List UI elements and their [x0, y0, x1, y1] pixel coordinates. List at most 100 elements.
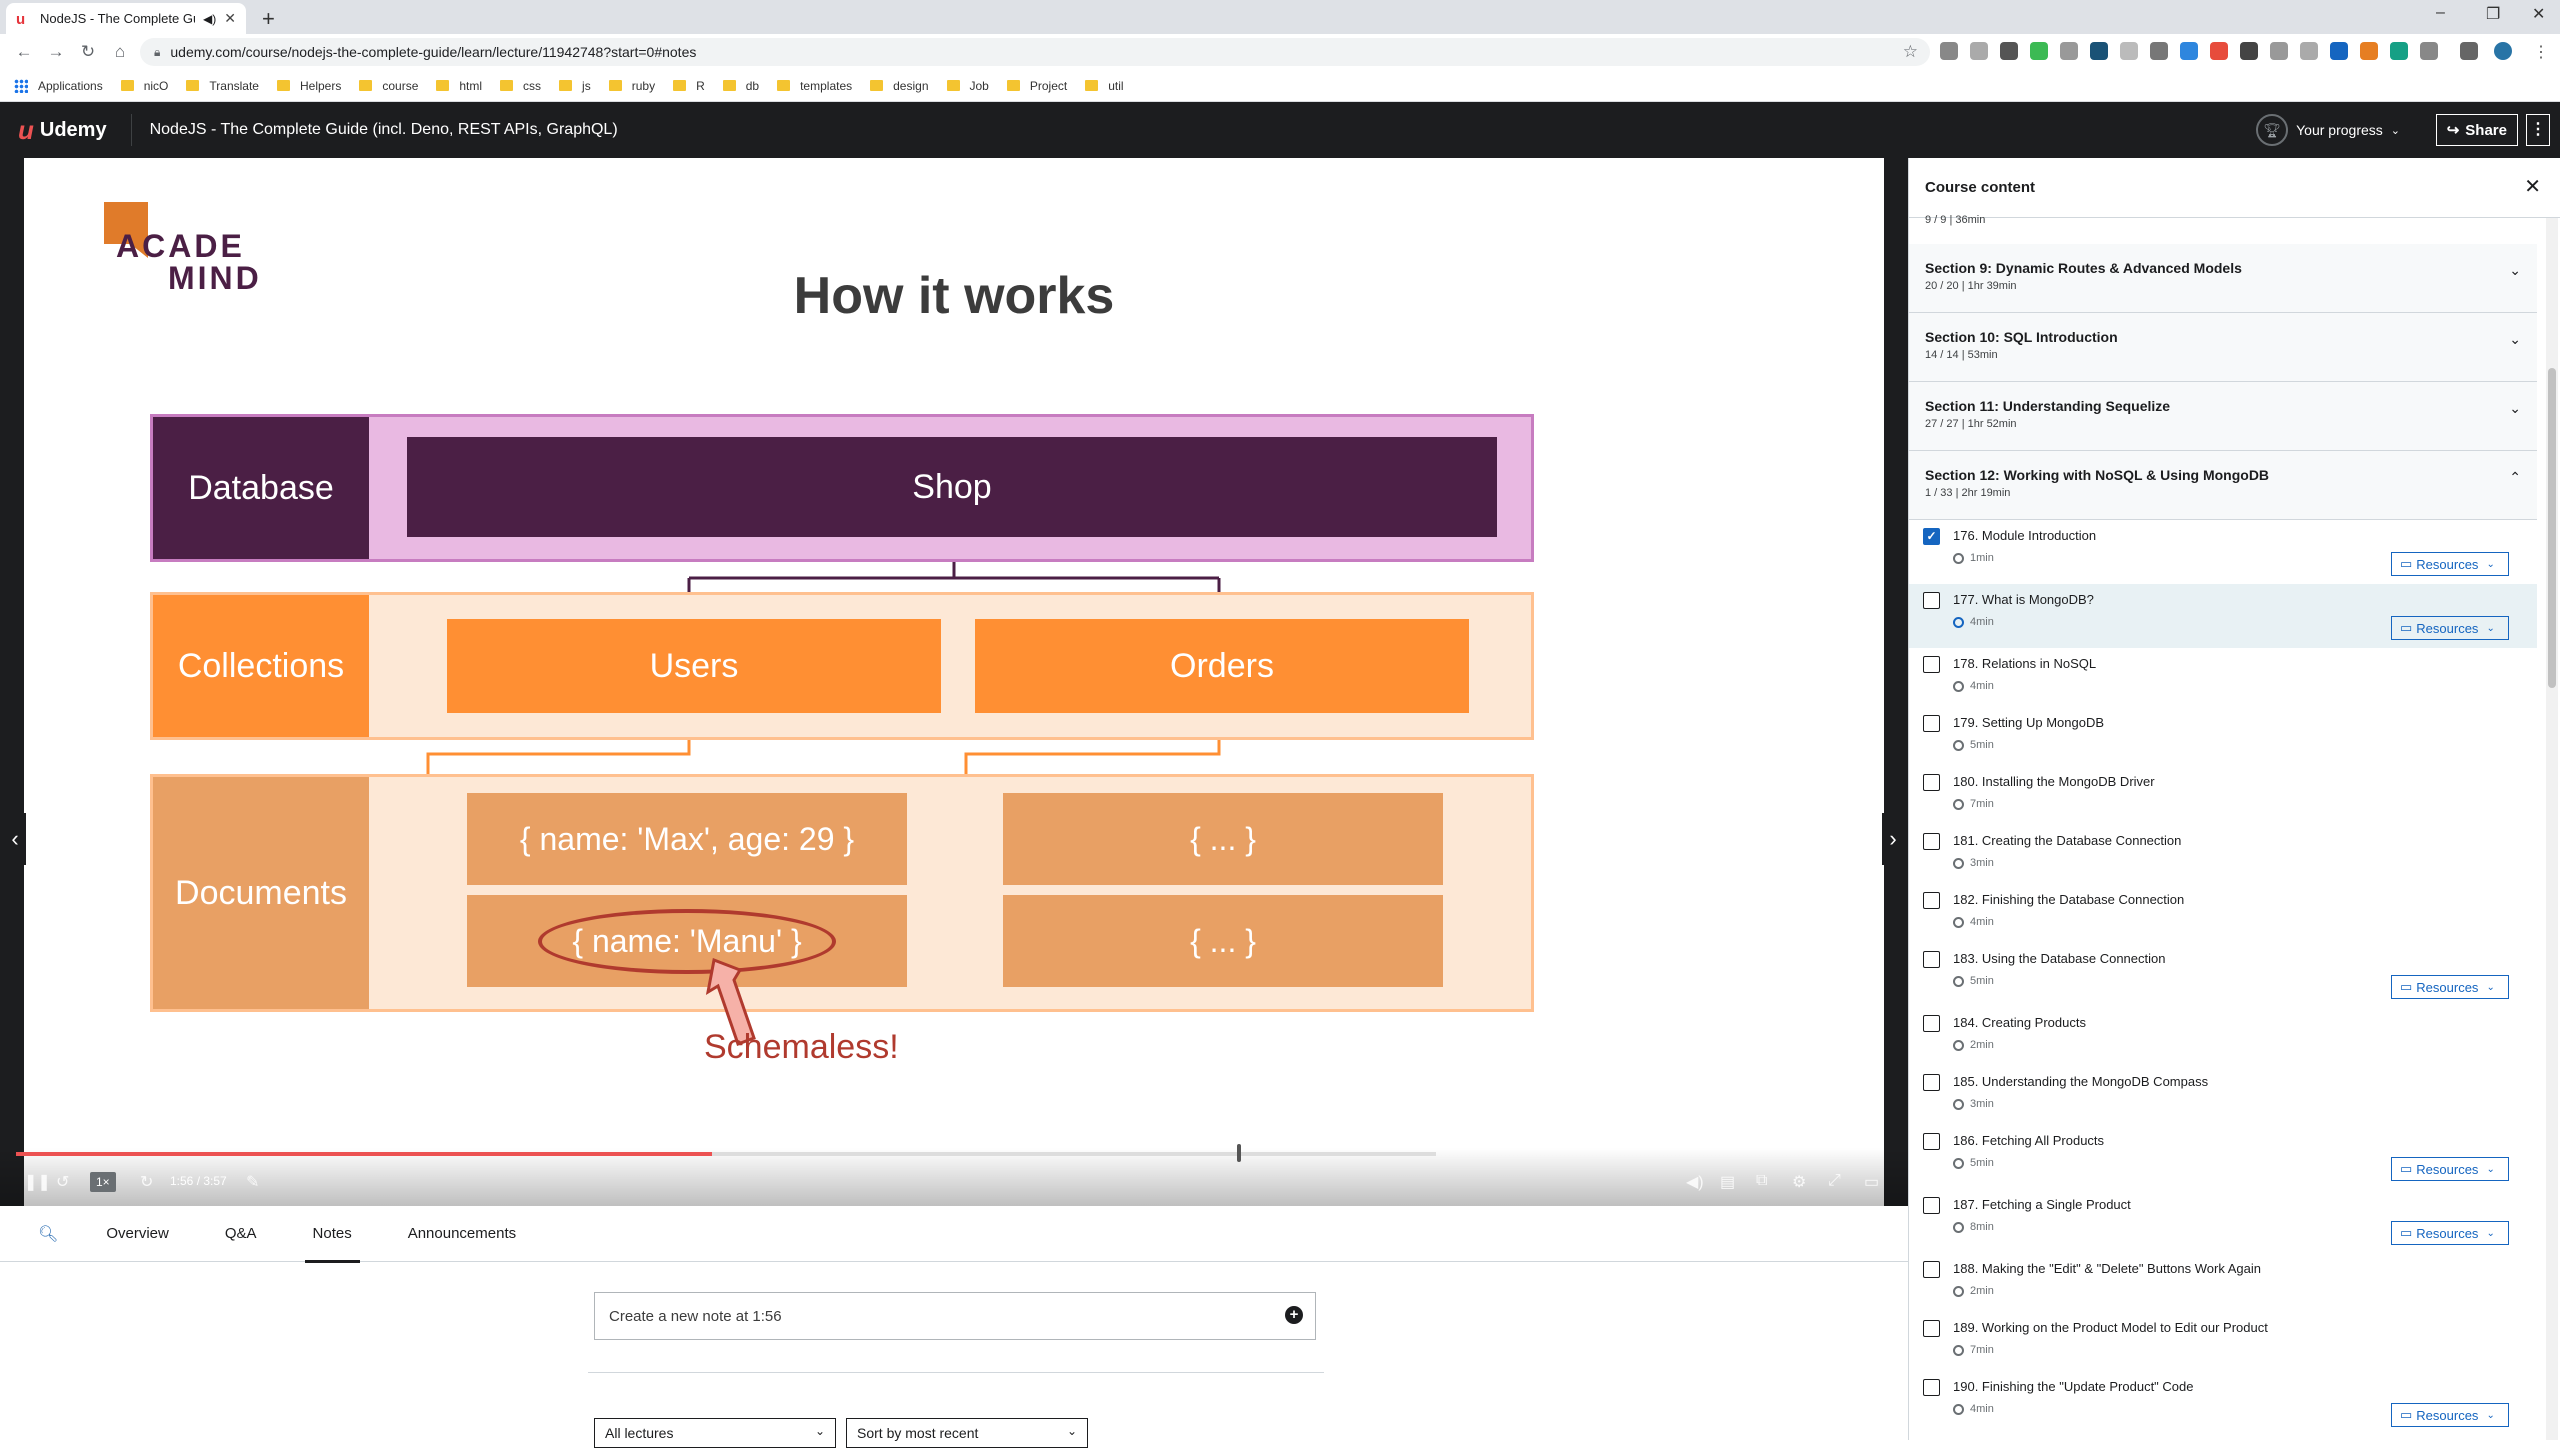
lecture-item[interactable]: 188. Making the "Edit" & "Delete" Button…	[1909, 1253, 2537, 1312]
playback-rate-button[interactable]: 1×	[90, 1172, 116, 1192]
section-9[interactable]: Section 9: Dynamic Routes & Advanced Mod…	[1909, 244, 2537, 313]
theater-mode-icon[interactable]: ▭	[1864, 1174, 1880, 1191]
sidebar-scrollbar[interactable]	[2546, 218, 2558, 1440]
transcript-icon[interactable]: ▤	[1720, 1174, 1736, 1191]
extension-icon[interactable]	[1970, 42, 1988, 60]
rewind-icon[interactable]: ↺	[56, 1174, 70, 1191]
lecture-item[interactable]: 186. Fetching All Products 5min ▭Resourc…	[1909, 1125, 2537, 1189]
extension-icon[interactable]	[2090, 42, 2108, 60]
extension-icon[interactable]	[2360, 42, 2378, 60]
restore-icon[interactable]: ❐	[2486, 6, 2501, 23]
resources-button[interactable]: ▭Resources⌄	[2391, 1221, 2509, 1245]
home-icon[interactable]: ⌂	[114, 42, 126, 61]
extension-icon[interactable]	[2270, 42, 2288, 60]
extension-icon[interactable]	[1940, 42, 1958, 60]
add-note-icon[interactable]: ✎	[246, 1174, 260, 1191]
close-sidebar-icon[interactable]: ✕	[2524, 176, 2541, 198]
add-note-plus-icon[interactable]: +	[1285, 1306, 1303, 1324]
lecture-item-current[interactable]: 177. What is MongoDB? 4min ▭Resources⌄	[1909, 584, 2537, 648]
bookmark-star-icon[interactable]: ☆	[1902, 42, 1918, 61]
forward-icon[interactable]: →	[47, 42, 65, 61]
section-12[interactable]: Section 12: Working with NoSQL & Using M…	[1909, 451, 2537, 520]
extension-icon[interactable]	[2330, 42, 2348, 60]
tab-overview[interactable]: Overview	[106, 1224, 169, 1242]
lecture-item[interactable]: 184. Creating Products 2min	[1909, 1007, 2537, 1066]
completed-checkbox[interactable]	[1923, 1074, 1940, 1091]
section-11[interactable]: Section 11: Understanding Sequelize 27 /…	[1909, 382, 2537, 451]
address-bar[interactable]: 🔒︎ udemy.com/course/nodejs-the-complete-…	[140, 38, 1930, 66]
reload-icon[interactable]: ↻	[80, 42, 96, 61]
tab-qa[interactable]: Q&A	[224, 1224, 257, 1242]
completed-checkbox[interactable]	[1923, 656, 1940, 673]
progress-button[interactable]: 🏆︎ Your progress ⌄	[2256, 114, 2400, 146]
captions-icon[interactable]: ⧉	[1756, 1172, 1768, 1189]
resources-button[interactable]: ▭Resources⌄	[2391, 552, 2509, 576]
audio-icon[interactable]: ◀)	[203, 11, 217, 26]
bookmark-folder[interactable]: Project	[1006, 79, 1067, 93]
extension-icon[interactable]	[2390, 42, 2408, 60]
completed-checkbox[interactable]	[1923, 1320, 1940, 1337]
lecture-item[interactable]: 180. Installing the MongoDB Driver 7min	[1909, 766, 2537, 825]
bookmark-folder[interactable]: html	[436, 79, 482, 93]
bookmark-folder[interactable]: css	[500, 79, 541, 93]
next-lecture-arrow[interactable]: ›	[1882, 813, 1904, 865]
completed-checkbox[interactable]	[1923, 951, 1940, 968]
previous-lecture-arrow[interactable]: ‹	[4, 813, 26, 865]
extension-icon[interactable]	[2060, 42, 2078, 60]
search-icon[interactable]: 🔍︎	[38, 1225, 59, 1243]
extension-icon[interactable]	[2150, 42, 2168, 60]
new-note-input[interactable]: Create a new note at 1:56 +	[594, 1292, 1316, 1340]
extension-icon[interactable]	[2420, 42, 2438, 60]
completed-checkbox[interactable]	[1923, 715, 1940, 732]
new-tab-button[interactable]: +	[262, 6, 275, 31]
bookmark-folder[interactable]: Job	[946, 79, 989, 93]
lecture-item[interactable]: 183. Using the Database Connection 5min …	[1909, 943, 2537, 1007]
course-title[interactable]: NodeJS - The Complete Guide (incl. Deno,…	[149, 121, 618, 138]
menu-kebab-icon[interactable]: ⋮	[2533, 44, 2549, 61]
more-options-button[interactable]: ⋮	[2526, 114, 2550, 146]
completed-checkbox[interactable]	[1923, 1133, 1940, 1150]
lecture-item[interactable]: 190. Finishing the "Update Product" Code…	[1909, 1371, 2537, 1435]
seek-handle[interactable]	[1237, 1144, 1242, 1162]
video-player[interactable]: ACADE MIND How it works Database Shop Co…	[0, 158, 1908, 1206]
extension-icon[interactable]	[2210, 42, 2228, 60]
share-button[interactable]: ↪Share	[2435, 114, 2518, 146]
lecture-item[interactable]: 179. Setting Up MongoDB 5min	[1909, 707, 2537, 766]
bookmark-folder[interactable]: db	[722, 79, 759, 93]
settings-icon[interactable]: ⚙	[1792, 1174, 1807, 1191]
completed-checkbox[interactable]	[1923, 833, 1940, 850]
bookmark-folder[interactable]: R	[673, 79, 705, 93]
lecture-item[interactable]: 187. Fetching a Single Product 8min ▭Res…	[1909, 1189, 2537, 1253]
resources-button[interactable]: ▭Resources⌄	[2391, 1157, 2509, 1181]
bookmark-folder[interactable]: templates	[777, 79, 852, 93]
lecture-item[interactable]: ✓ 176. Module Introduction 1min ▭Resourc…	[1909, 520, 2537, 579]
minimize-icon[interactable]: –	[2436, 4, 2445, 21]
extension-icon[interactable]	[2030, 42, 2048, 60]
back-icon[interactable]: ←	[15, 42, 33, 61]
resources-button[interactable]: ▭Resources⌄	[2391, 1403, 2509, 1427]
scrollbar-thumb[interactable]	[2548, 368, 2556, 688]
extension-icon[interactable]	[2180, 42, 2198, 60]
completed-checkbox[interactable]	[1923, 1261, 1940, 1278]
lecture-item[interactable]: 178. Relations in NoSQL 4min	[1909, 648, 2537, 707]
extension-icon[interactable]	[2300, 42, 2318, 60]
sort-select[interactable]: Sort by most recent ⌄	[846, 1418, 1088, 1448]
section-10[interactable]: Section 10: SQL Introduction 14 / 14 | 5…	[1909, 313, 2537, 382]
profile-avatar[interactable]	[2494, 42, 2512, 60]
bookmark-folder[interactable]: ruby	[608, 79, 655, 93]
seek-bar[interactable]	[16, 1144, 1436, 1162]
extension-icon[interactable]	[2120, 42, 2138, 60]
completed-checkbox[interactable]: ✓	[1923, 528, 1940, 545]
bookmark-folder[interactable]: util	[1085, 79, 1124, 93]
bookmark-folder[interactable]: nicO	[120, 79, 168, 93]
tab-announcements[interactable]: Announcements	[407, 1224, 517, 1242]
extension-icon[interactable]	[2000, 42, 2018, 60]
completed-checkbox[interactable]	[1923, 892, 1940, 909]
window-close-icon[interactable]: ✕	[2532, 6, 2546, 23]
completed-checkbox[interactable]	[1923, 592, 1940, 609]
tab-notes[interactable]: Notes	[304, 1206, 360, 1263]
bookmark-folder[interactable]: Translate	[186, 79, 259, 93]
resources-button[interactable]: ▭Resources⌄	[2391, 616, 2509, 640]
bookmark-folder[interactable]: course	[359, 79, 418, 93]
